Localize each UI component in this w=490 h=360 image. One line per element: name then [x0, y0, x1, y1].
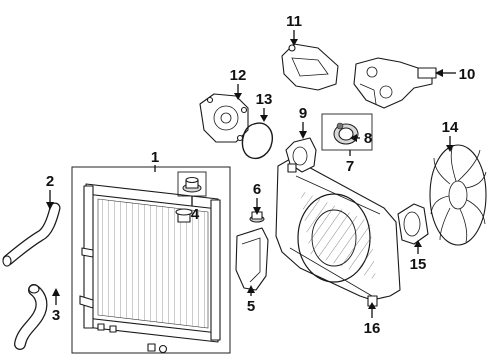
- callout-16: 16: [364, 320, 381, 337]
- reserve-tank-cap: [249, 211, 265, 223]
- water-pump: [199, 93, 249, 143]
- cooling-fan: [429, 144, 487, 246]
- thermostat-housing: [353, 57, 437, 109]
- callout-13: 13: [256, 91, 273, 108]
- callout-4: 4: [191, 206, 200, 223]
- callout-1: 1: [151, 149, 159, 166]
- callout-5: 5: [247, 298, 255, 315]
- water-inlet: [285, 137, 317, 173]
- callout-6: 6: [253, 181, 261, 198]
- lower-hose: [15, 285, 47, 349]
- fan-motor: [397, 203, 429, 245]
- water-outlet: [281, 43, 339, 91]
- callout-labels: 1 2 3 4 5 6 7 8 9 10 11 12 13 14 15 16: [46, 13, 476, 337]
- reserve-tank: [235, 227, 269, 291]
- callout-8: 8: [364, 130, 372, 147]
- callout-15: 15: [410, 256, 427, 273]
- callout-11: 11: [286, 13, 302, 30]
- callout-12: 12: [230, 67, 247, 84]
- callout-3: 3: [52, 307, 60, 324]
- leader-lines: [46, 30, 456, 318]
- callout-9: 9: [299, 105, 307, 122]
- radiator-group-box: [71, 166, 231, 354]
- callout-2: 2: [46, 173, 54, 190]
- callout-7: 7: [346, 158, 354, 175]
- callout-14: 14: [442, 119, 459, 136]
- upper-hose: [3, 203, 60, 265]
- radiator-cap: [177, 171, 207, 197]
- fan-shroud: [275, 157, 401, 307]
- callout-10: 10: [459, 66, 476, 83]
- pump-gasket: [241, 122, 273, 160]
- radiator-right-tank: [210, 199, 221, 341]
- radiator-assembly: [71, 166, 231, 354]
